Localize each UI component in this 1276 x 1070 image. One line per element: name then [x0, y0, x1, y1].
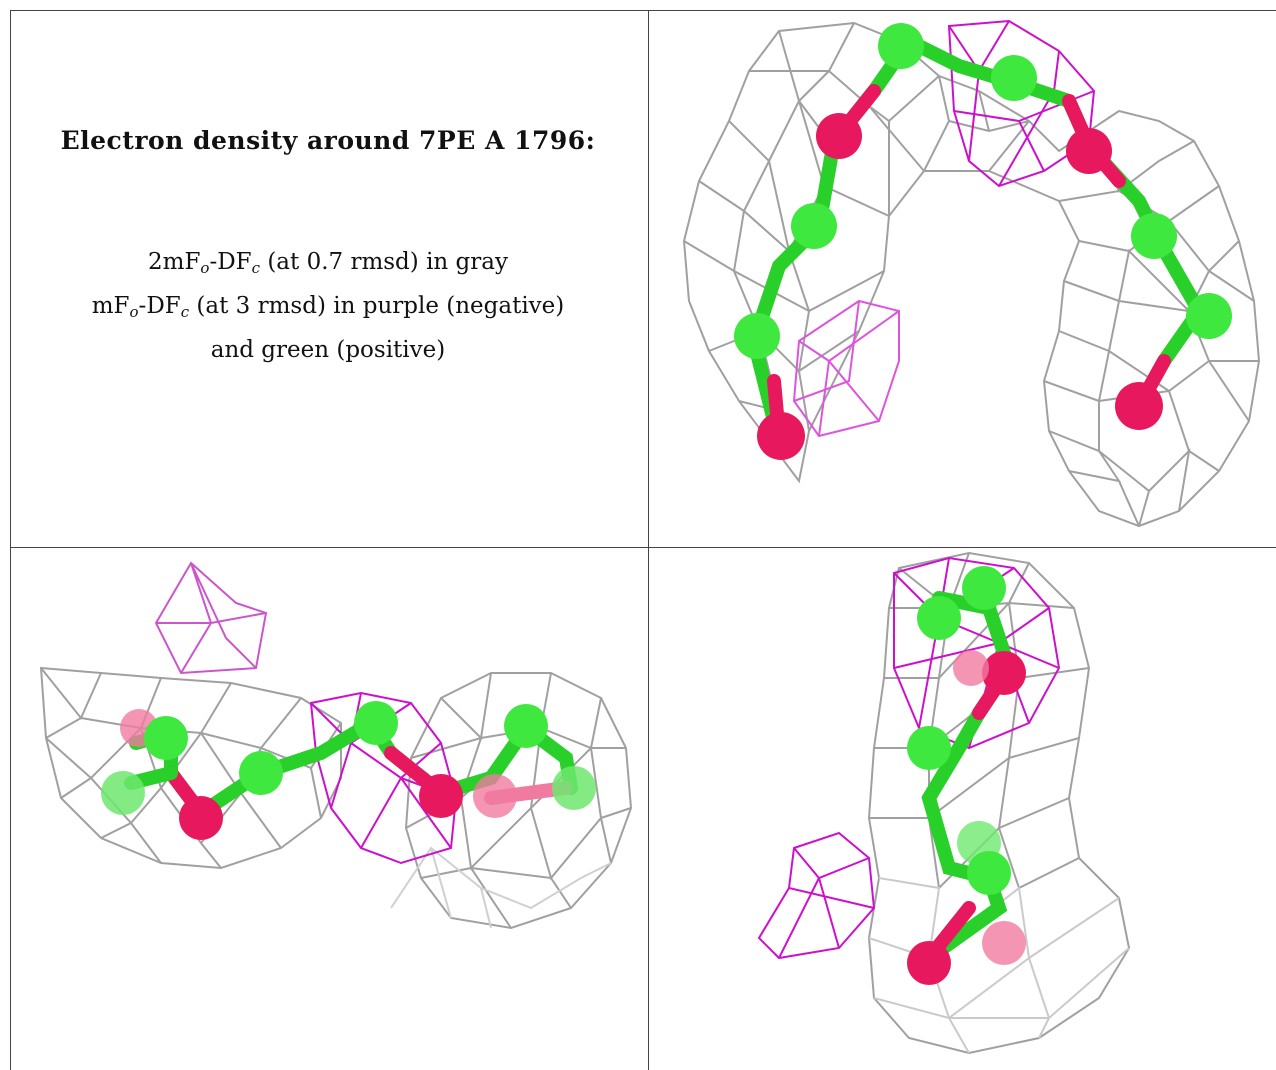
caption-title: Electron density around 7PE A 1796:: [60, 126, 596, 155]
line1-sub2: c: [251, 259, 261, 277]
line1-sub1: o: [200, 259, 210, 277]
purple-density-mesh-lower: [757, 831, 876, 960]
caption-line-1: 2mFo-DFc (at 0.7 rmsd) in gray: [10, 243, 646, 287]
density-render-3: [757, 551, 1131, 1055]
border-middle: [10, 547, 1276, 548]
caption-line-3: and green (positive): [210, 337, 446, 363]
purple-density-mesh-lower: [792, 299, 900, 438]
gray-density-mesh-light: [390, 846, 612, 929]
atoms: [734, 23, 1232, 460]
density-render-1: [682, 19, 1261, 528]
line1-post: (at 0.7 rmsd) in gray: [260, 249, 508, 275]
border-left: [10, 10, 11, 1070]
atoms: [101, 701, 596, 840]
line1-pre: 2mF: [148, 249, 201, 275]
line1-mid: -DF: [209, 249, 252, 275]
density-view-top-right: [649, 11, 1276, 547]
caption-line-2: mFo-DFc (at 3 rmsd) in purple (negative): [10, 287, 646, 331]
line2-post: (at 3 rmsd) in purple (negative): [189, 293, 565, 319]
line2-sub2: c: [180, 303, 190, 321]
density-view-bottom-left: [11, 548, 648, 1070]
density-view-bottom-right: [649, 548, 1276, 1070]
atoms: [907, 566, 1026, 985]
line2-mid: -DF: [138, 293, 181, 319]
density-render-2: [39, 561, 633, 930]
border-top: [10, 10, 1276, 11]
line2-sub1: o: [129, 303, 139, 321]
line2-pre: mF: [91, 293, 130, 319]
border-center: [648, 10, 649, 1070]
caption-cell: Electron density around 7PE A 1796: 2mFo…: [10, 0, 646, 547]
purple-density-mesh-floating: [154, 561, 268, 675]
caption-description: 2mFo-DFc (at 0.7 rmsd) in gray mFo-DFc (…: [10, 243, 646, 369]
